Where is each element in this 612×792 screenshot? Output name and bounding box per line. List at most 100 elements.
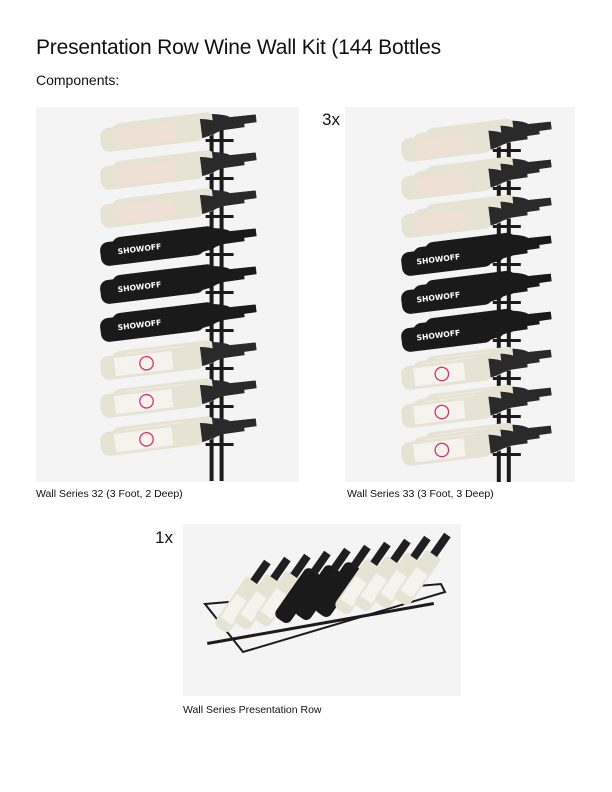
rack-arm xyxy=(492,339,521,342)
bottle-label xyxy=(116,160,177,186)
bottle-label xyxy=(415,171,469,197)
rack-arm xyxy=(492,225,521,228)
bottle-label xyxy=(116,122,177,148)
rack-arm xyxy=(492,263,521,266)
bottle-label xyxy=(380,570,408,601)
rack-arm xyxy=(205,329,234,332)
bottle-neck xyxy=(488,244,528,264)
rack-arm xyxy=(492,187,521,190)
wine-bottle xyxy=(401,394,528,428)
bottle-body xyxy=(401,280,493,314)
bottle-neck xyxy=(488,168,528,188)
bottle-neck xyxy=(199,271,245,291)
bottle-neck xyxy=(199,309,245,329)
bottle-label xyxy=(116,198,177,224)
rack-arm xyxy=(205,405,234,408)
wine-bottle: SHOWOFF xyxy=(100,269,245,304)
bottle-label xyxy=(240,591,268,622)
bottle-body xyxy=(295,565,340,620)
label-mark xyxy=(434,366,450,382)
bottle-neck xyxy=(410,535,431,560)
rack-post xyxy=(506,129,511,482)
bottle-neck xyxy=(430,532,451,557)
bottle-neck xyxy=(290,553,311,578)
component-3-quantity: 1x xyxy=(155,528,173,547)
bottle-neck xyxy=(488,396,528,416)
rack-post xyxy=(219,119,224,481)
wine-bottle xyxy=(401,432,528,466)
bottle-body xyxy=(275,568,320,623)
component-1-caption: Wall Series 32 (3 Foot, 2 Deep) xyxy=(36,488,183,500)
label-mark xyxy=(434,404,450,420)
wine-bottle xyxy=(335,541,391,614)
rack-arm xyxy=(492,301,521,304)
bottle-label xyxy=(415,209,469,235)
rack-arm xyxy=(205,139,234,142)
rack-arm xyxy=(492,149,521,152)
bottle-neck xyxy=(488,130,528,150)
bottle-neck xyxy=(199,347,245,367)
rack-arm xyxy=(205,177,234,180)
component-3-caption: Wall Series Presentation Row xyxy=(183,704,322,716)
presentation-row-photo xyxy=(183,524,461,696)
component-2-quantity: 3x xyxy=(322,110,340,129)
label-mark xyxy=(139,393,154,409)
wine-bottle xyxy=(255,553,311,626)
rack-arm xyxy=(205,443,234,446)
wine-bottle: SHOWOFF xyxy=(401,242,528,276)
rack-post xyxy=(496,129,501,482)
bottle-label xyxy=(415,133,469,159)
wine-bottle xyxy=(315,544,371,617)
bottle-neck xyxy=(330,547,351,572)
wine-bottle xyxy=(401,128,528,162)
wine-bottle xyxy=(401,166,528,200)
shelf-rail xyxy=(207,602,435,645)
bottle-neck xyxy=(199,423,245,443)
wine-bottle xyxy=(100,383,245,418)
bottle-neck xyxy=(370,541,391,566)
bottle-neck xyxy=(390,538,411,563)
wine-bottle xyxy=(401,204,528,238)
bottle-body xyxy=(100,269,205,304)
bottle-neck xyxy=(199,157,245,177)
bottle-label xyxy=(113,389,174,415)
wine-bottle xyxy=(395,532,451,605)
bottle-body xyxy=(100,307,205,342)
wine-bottle xyxy=(215,559,271,632)
page-title: Presentation Row Wine Wall Kit (144 Bott… xyxy=(36,36,441,59)
wine-bottle xyxy=(295,547,351,620)
rack-post xyxy=(209,119,214,481)
bottle-neck xyxy=(250,559,271,584)
bottle-label xyxy=(413,362,466,387)
wine-bottle xyxy=(100,117,245,152)
bottle-neck xyxy=(199,233,245,253)
rack-arm xyxy=(205,291,234,294)
component-2-caption: Wall Series 33 (3 Foot, 3 Deep) xyxy=(347,488,494,500)
label-mark xyxy=(139,355,154,371)
bottle-label xyxy=(340,576,368,607)
wine-bottle xyxy=(100,345,245,380)
wine-bottle xyxy=(100,155,245,190)
wine-bottle: SHOWOFF xyxy=(100,307,245,342)
bottle-label xyxy=(400,567,428,598)
bottle-label xyxy=(413,438,466,463)
presentation-row-image xyxy=(203,532,451,654)
wine-bottle: SHOWOFF xyxy=(100,231,245,266)
bottle-body xyxy=(401,242,493,276)
bottle-neck xyxy=(350,544,371,569)
bottle-body xyxy=(315,562,360,617)
rack-arm xyxy=(492,453,521,456)
bottle-neck xyxy=(199,385,245,405)
wine-bottle xyxy=(375,535,431,608)
bottle-neck xyxy=(488,320,528,340)
bottle-label xyxy=(413,400,466,425)
rack-arm xyxy=(492,415,521,418)
bottle-neck xyxy=(199,119,245,139)
bottle-label xyxy=(360,573,388,604)
label-mark xyxy=(434,442,450,458)
wine-bottle xyxy=(235,556,291,629)
